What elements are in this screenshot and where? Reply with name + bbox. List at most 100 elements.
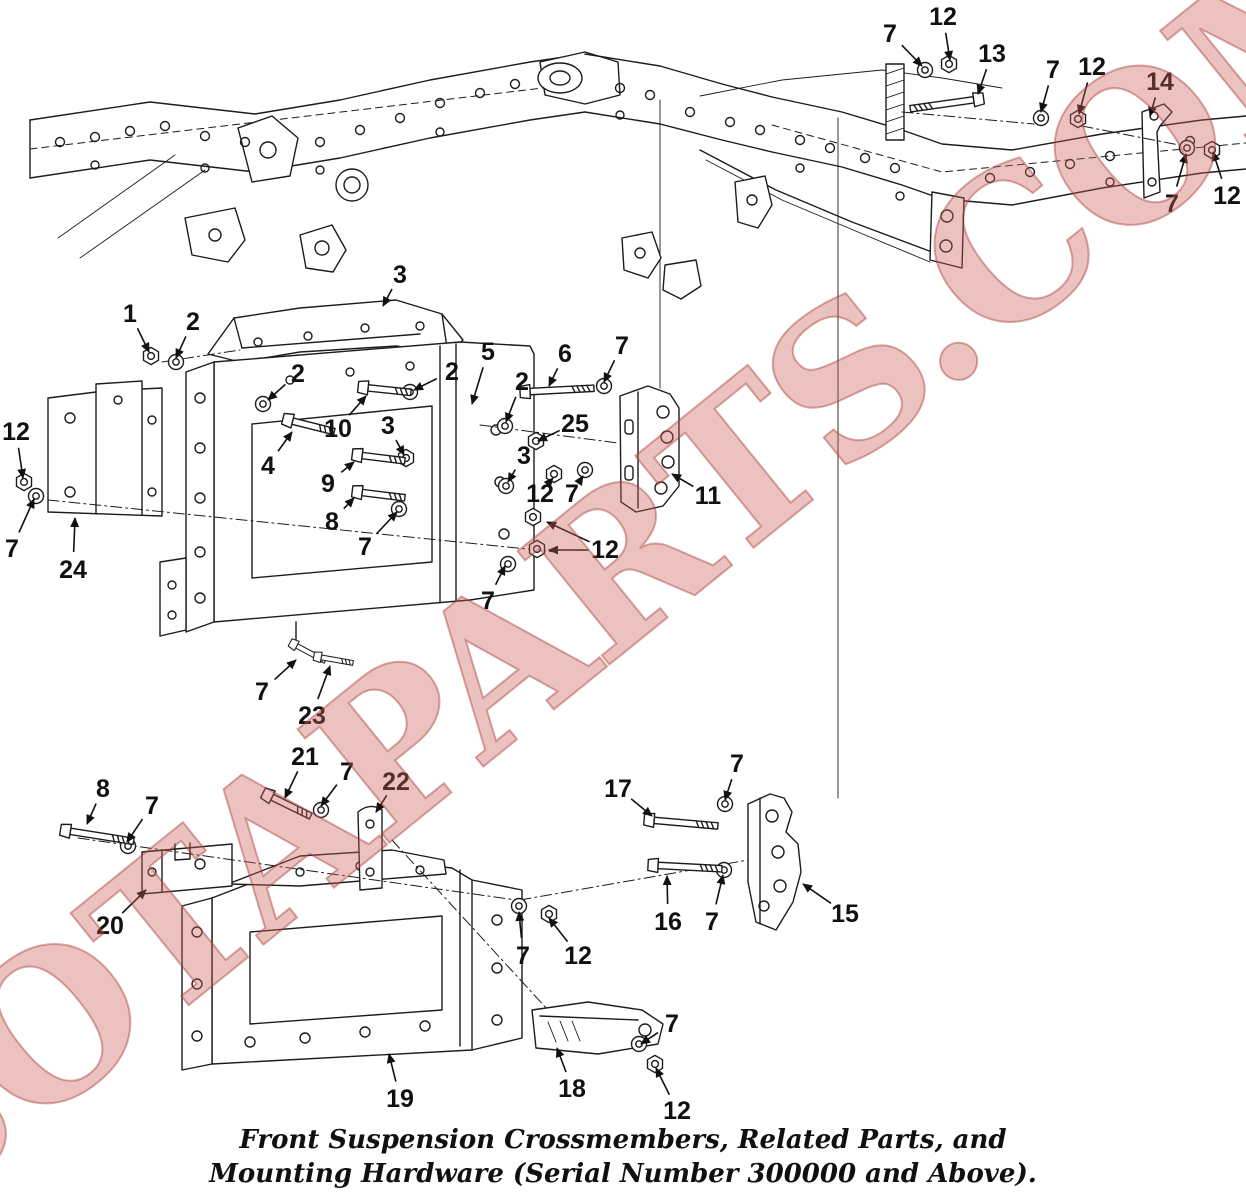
leader-line: [1148, 97, 1157, 117]
callout-24: 24: [59, 556, 87, 584]
callout-12: 12: [591, 536, 619, 564]
washer-icon: [497, 477, 515, 495]
callout-7: 7: [730, 750, 744, 778]
bracket-11: [619, 385, 680, 513]
leader-line: [17, 447, 27, 479]
callout-7: 7: [883, 20, 897, 48]
callout-12: 12: [929, 3, 957, 31]
callout-3: 3: [393, 261, 407, 289]
callout-17: 17: [604, 775, 632, 803]
callout-13: 13: [978, 40, 1006, 68]
callout-12: 12: [1078, 53, 1106, 81]
washer-icon: [390, 500, 408, 518]
callout-7: 7: [1046, 56, 1060, 84]
caption-line-1: Front Suspension Crossmembers, Related P…: [239, 1125, 1007, 1155]
callout-5: 5: [481, 338, 495, 366]
leader-line: [1039, 85, 1050, 113]
leader-line: [976, 68, 988, 95]
upper-crossmember: [159, 299, 535, 649]
callout-7: 7: [358, 533, 372, 561]
nut-icon: [1069, 109, 1087, 129]
caption-line-2: Mounting Hardware (Serial Number 300000 …: [209, 1158, 1037, 1189]
nut-icon: [524, 507, 542, 527]
callout-25: 25: [561, 410, 589, 438]
callout-8: 8: [325, 508, 339, 536]
callout-15: 15: [831, 900, 859, 928]
leader-line: [574, 475, 584, 487]
callout-12: 12: [526, 480, 554, 508]
leader-line: [348, 395, 367, 416]
leader-line: [505, 396, 517, 423]
leader-line: [126, 818, 144, 843]
washer-icon: [630, 1035, 648, 1053]
leader-line: [267, 383, 286, 401]
callout-23: 23: [298, 702, 326, 730]
callout-4: 4: [261, 452, 275, 480]
leader-line: [277, 431, 293, 452]
leader-line: [340, 461, 355, 473]
callout-7: 7: [481, 587, 495, 615]
callout-16: 16: [654, 908, 682, 936]
callout-2: 2: [445, 358, 459, 386]
callout-3: 3: [517, 442, 531, 470]
leader-line: [70, 517, 80, 553]
callout-19: 19: [386, 1085, 414, 1113]
leader-line: [136, 327, 150, 353]
callout-7: 7: [665, 1010, 679, 1038]
leader-line: [343, 497, 355, 510]
leader-line: [386, 1053, 397, 1082]
leader-line: [555, 1047, 567, 1073]
leader-line: [494, 565, 506, 586]
washer-icon: [27, 487, 45, 505]
leader-line: [901, 44, 923, 67]
leader-line: [121, 889, 147, 914]
callout-14: 14: [1146, 68, 1174, 96]
pin-and-bracket-14: [885, 63, 1173, 199]
callout-12: 12: [663, 1097, 691, 1125]
callout-18: 18: [558, 1075, 586, 1103]
leader-line: [537, 429, 561, 442]
callout-7: 7: [255, 678, 269, 706]
callout-6: 6: [558, 340, 572, 368]
leader-line: [284, 771, 299, 799]
bracket-15: [747, 793, 802, 931]
leader-line: [470, 367, 484, 405]
callout-12: 12: [564, 942, 592, 970]
nut-icon: [540, 904, 558, 924]
nut-icon: [142, 346, 160, 366]
arm-18: [531, 1001, 664, 1055]
washer-icon: [510, 897, 528, 915]
strap-22: [357, 805, 383, 891]
leader-line: [507, 469, 517, 483]
callout-12: 12: [2, 418, 30, 446]
bolt-icon: [908, 90, 986, 117]
callout-7: 7: [705, 908, 719, 936]
washer-icon: [576, 461, 594, 479]
washer-icon: [1032, 109, 1050, 127]
callout-7: 7: [145, 792, 159, 820]
leader-line: [671, 473, 694, 488]
leader-line: [802, 883, 832, 904]
leader-line: [662, 875, 672, 905]
leader-line: [515, 911, 525, 939]
leader-line: [543, 477, 554, 488]
callout-3: 3: [381, 412, 395, 440]
callout-2: 2: [515, 368, 529, 396]
callout-20: 20: [96, 912, 124, 940]
callout-9: 9: [321, 470, 335, 498]
bolt-icon: [646, 857, 724, 877]
bolt-icon: [259, 785, 315, 824]
leader-line: [395, 439, 405, 456]
leader-line: [1077, 82, 1089, 115]
callout-7: 7: [615, 332, 629, 360]
washer-icon: [496, 417, 514, 435]
callout-7: 7: [340, 758, 354, 786]
rivet-holes: [54, 78, 1196, 201]
leader-line: [640, 1031, 659, 1045]
leader-line: [1175, 153, 1188, 187]
leader-line: [317, 665, 332, 700]
leader-line: [382, 288, 393, 307]
callout-12: 12: [1213, 182, 1241, 210]
